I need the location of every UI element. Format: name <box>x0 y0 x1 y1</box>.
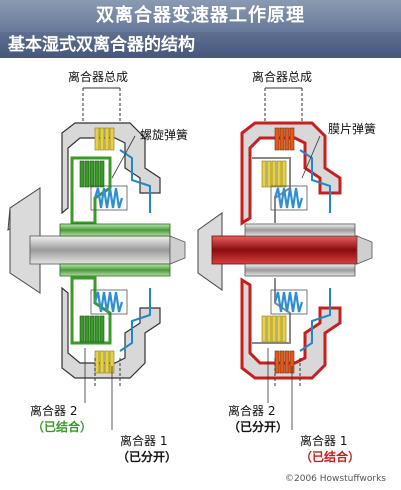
right-clutch2-plates-bottom <box>261 315 287 343</box>
left-bottom-bracket <box>94 358 121 388</box>
right-clutch1-plates-top <box>274 127 295 151</box>
right-clutch1-plates-bottom <box>274 350 295 374</box>
right-hollow-shaft-bottom <box>244 263 356 277</box>
subtitle-bar: 基本湿式双离合器的结构 <box>0 32 401 58</box>
left-oil-line-bottom <box>119 288 151 352</box>
right-clutch2-status: （已分开） <box>228 420 289 434</box>
right-spring-label: 膜片弹簧 <box>328 122 377 136</box>
right-casing-bottom <box>240 277 342 380</box>
right-shaft-tip <box>356 235 373 265</box>
right-grey-hub-bottom <box>252 278 291 344</box>
right-assembly-bracket <box>264 88 303 126</box>
right-diaphragm-spring-top <box>273 187 304 209</box>
left-clutch1-status: （已分开） <box>117 450 178 464</box>
left-shaft-tip <box>169 235 186 265</box>
right-clutch-diagram <box>197 87 373 430</box>
left-clutch1-label: 离合器 1 <box>120 434 168 448</box>
right-clutch1-label: 离合器 1 <box>300 434 348 448</box>
left-clutch2-label: 离合器 2 <box>30 404 78 418</box>
right-spring-cage-top <box>270 185 308 211</box>
credit-text: ©2006 Howstuffworks <box>285 474 386 484</box>
right-oil-line-bottom <box>299 288 331 352</box>
right-assembly-label: 离合器总成 <box>252 70 313 84</box>
left-assembly-label: 离合器总成 <box>68 70 129 84</box>
left-coil-spring-bottom <box>93 291 124 313</box>
right-spring-cage-bottom <box>270 289 308 315</box>
right-bottom-bracket <box>274 358 301 388</box>
left-engine-flange <box>9 187 41 294</box>
left-clutch1-plates-top <box>94 127 115 151</box>
right-clutch1-status: （已结合） <box>300 450 361 464</box>
left-green-hub-bottom <box>70 276 112 345</box>
left-coil-spring-top <box>93 187 124 209</box>
left-clutch1-plates-bottom <box>94 350 115 374</box>
left-casing-top <box>61 122 161 215</box>
left-oil-line-top <box>119 149 151 213</box>
right-input-shaft <box>211 235 358 265</box>
left-hollow-shaft-top <box>59 223 171 237</box>
left-assembly-bracket <box>82 88 121 126</box>
right-diaphragm-spring-bottom <box>273 291 304 313</box>
title-bar: 双离合器变速器工作原理 <box>0 0 401 32</box>
right-clutch2-plates-top <box>261 160 287 188</box>
left-spring-leader <box>111 135 136 179</box>
clutch-illustration <box>7 87 373 430</box>
left-clutch-diagram <box>7 87 186 430</box>
right-oil-line-top <box>299 149 331 213</box>
left-outer-shaft <box>29 235 171 265</box>
right-casing-top <box>240 121 342 226</box>
right-clutch2-label: 离合器 2 <box>228 404 276 418</box>
right-hollow-shaft-top <box>244 223 356 237</box>
left-clutch2-plates-bottom <box>79 315 105 343</box>
right-spring-leader <box>301 135 321 179</box>
left-hollow-shaft-bottom <box>59 263 171 277</box>
left-spring-cage-top <box>90 185 128 211</box>
right-engine-flange <box>197 212 223 291</box>
left-clutch2-status: （已结合） <box>32 420 93 434</box>
left-spring-label: 螺旋弹簧 <box>140 128 189 142</box>
left-clutch2-plates-top <box>79 160 105 188</box>
left-spring-cage-bottom <box>90 289 128 315</box>
